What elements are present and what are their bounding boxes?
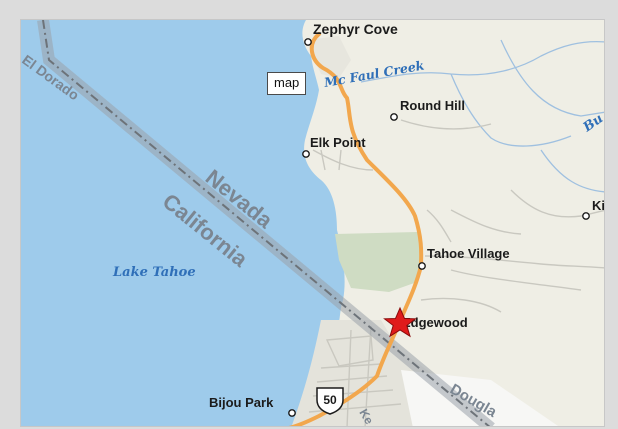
lake-label: Lake Tahoe [112, 265, 196, 280]
map-canvas[interactable]: 50 Mc Faul Creek Lake Tahoe Bu El Dorado… [21, 20, 605, 427]
tahoe-village-dot [418, 262, 426, 270]
star-marker-icon[interactable] [383, 306, 417, 338]
street-label: Ke [356, 407, 376, 428]
route-shield-number: 50 [323, 393, 337, 407]
us-route-shield-icon: 50 [316, 387, 344, 415]
zephyr-cove-dot [304, 38, 312, 46]
place-label-edge: Ki [592, 198, 605, 213]
place-label-elk-point: Elk Point [310, 135, 366, 150]
streams [360, 39, 604, 193]
local-roads [308, 119, 604, 426]
meadow-area [335, 232, 423, 292]
place-label-round-hill: Round Hill [400, 98, 465, 113]
state-border [37, 20, 495, 426]
lake-tahoe-water [21, 20, 345, 426]
round-hill-dot [390, 113, 398, 121]
urban-area-north [306, 36, 351, 78]
map-type-button[interactable]: map [267, 72, 307, 95]
place-label-bijou-park: Bijou Park [209, 395, 274, 410]
highway-50 [288, 32, 424, 426]
edge-place-dot [582, 212, 590, 220]
map-viewport[interactable]: 50 Mc Faul Creek Lake Tahoe Bu El Dorado… [20, 19, 605, 427]
place-label-zephyr-cove: Zephyr Cove [313, 21, 398, 37]
place-dots [288, 38, 590, 417]
place-label-edgewood: Edgewood [402, 315, 468, 330]
elk-point-dot [302, 150, 310, 158]
place-label-tahoe-village: Tahoe Village [427, 246, 510, 261]
bijou-park-dot [288, 409, 296, 417]
